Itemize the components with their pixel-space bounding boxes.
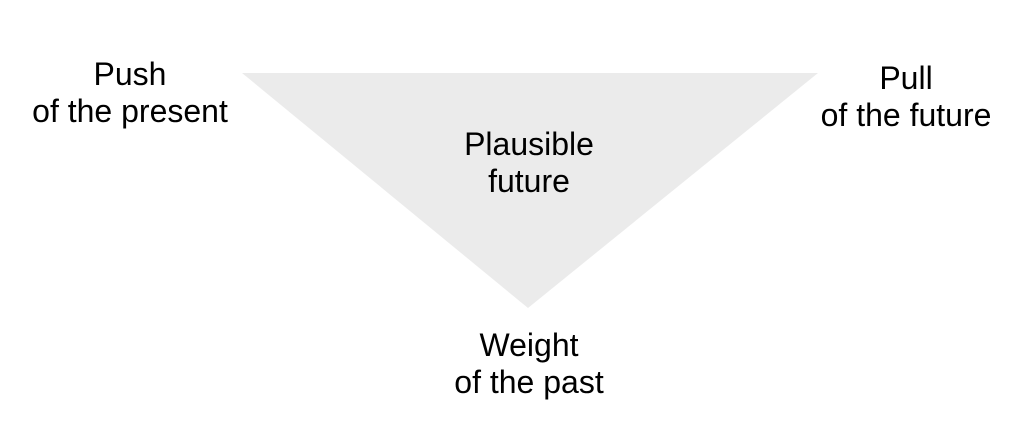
center-label-line2: future [488,163,570,199]
plausible-future-label: Plausible future [408,126,650,200]
plausible-future-triangle [242,73,818,308]
weight-label-line2: of the past [454,364,604,400]
center-label-line1: Plausible [464,126,594,162]
push-label-line1: Push [93,56,167,92]
push-label-line2: of the present [32,93,228,129]
weight-label-line1: Weight [479,327,579,363]
pull-label-line2: of the future [820,97,992,133]
pull-of-the-future-label: Pull of the future [796,60,1016,134]
weight-of-the-past-label: Weight of the past [408,327,650,401]
pull-label-line1: Pull [879,60,933,96]
push-of-the-present-label: Push of the present [10,56,250,130]
